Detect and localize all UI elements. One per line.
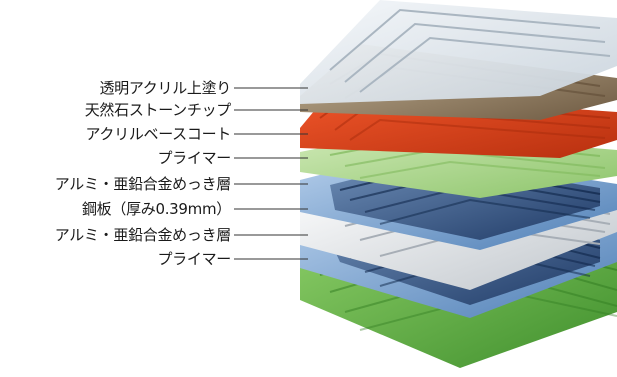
layer-label-clear-topcoat: 透明アクリル上塗り xyxy=(99,79,231,97)
layer-sheet-clear-topcoat xyxy=(300,0,617,104)
layer-label-stone-chips: 天然石ストーンチップ xyxy=(84,101,232,119)
layer-label-primer-bottom: プライマー xyxy=(157,250,231,268)
layer-label-alzn-upper: アルミ・亜鉛合金めっき層 xyxy=(54,175,232,193)
layer-label-primer-top: プライマー xyxy=(157,149,231,167)
layer-label-acrylic-base: アクリルベースコート xyxy=(85,125,231,143)
layer-label-steel: 鋼板（厚み0.39mm） xyxy=(81,200,231,218)
layer-label-alzn-lower: アルミ・亜鉛合金めっき層 xyxy=(54,226,232,244)
